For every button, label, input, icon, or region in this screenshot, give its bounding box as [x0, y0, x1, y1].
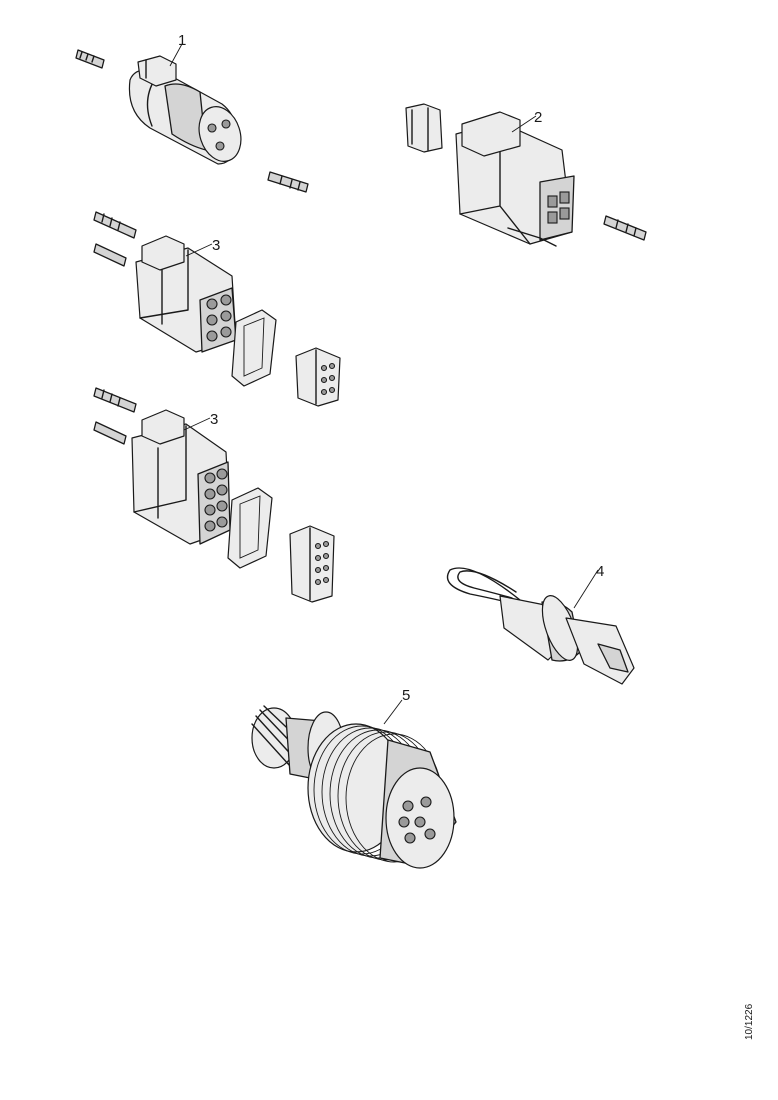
wedge-3b: [289, 525, 335, 603]
callout-1: 1: [178, 32, 186, 49]
pin-3b-bottom: [93, 421, 127, 445]
callout-4: 4: [596, 563, 604, 580]
seal-3b: [227, 487, 273, 569]
connector-3-upper: 3: [93, 211, 341, 407]
wedge-lock-2: [405, 103, 443, 153]
connector-5: 5: [251, 687, 457, 869]
pin-2: [603, 215, 647, 241]
pin-3a-bottom: [93, 243, 127, 267]
callout-2: 2: [534, 109, 542, 126]
wedge-3a: [295, 347, 341, 407]
pin-1a: [75, 49, 105, 69]
connector-3-lower: 3: [93, 387, 335, 603]
seal-3a: [231, 309, 277, 387]
callout-5: 5: [402, 687, 410, 704]
pin-1b: [267, 171, 309, 193]
connector-2: 2: [405, 103, 647, 247]
sensor-4: 4: [446, 563, 635, 685]
figure-id: 10/1226: [744, 1003, 755, 1040]
connector-1: 1: [75, 32, 309, 193]
callout-3-upper: 3: [212, 237, 220, 254]
pin-3b-top: [93, 387, 137, 413]
pin-3a-top: [93, 211, 137, 239]
callout-3-lower: 3: [210, 411, 218, 428]
